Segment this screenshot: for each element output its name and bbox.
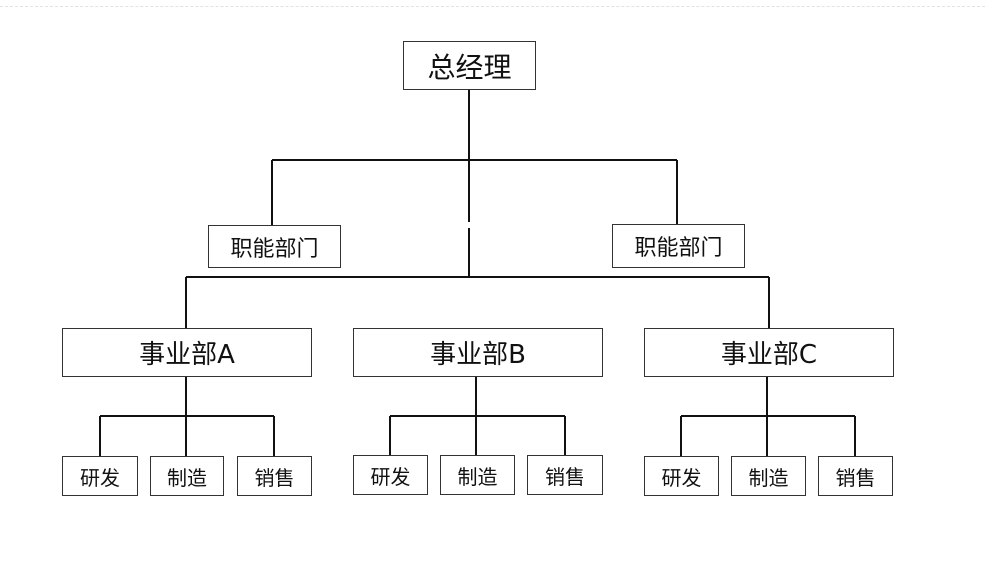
page-top-border (0, 6, 985, 7)
general-manager-box: 总经理 (403, 41, 536, 90)
functional-dept-right-box: 职能部门 (612, 224, 745, 268)
division-a-sales-box: 销售 (237, 456, 312, 496)
division-b-sales-box: 销售 (527, 455, 603, 495)
functional-dept-left-box: 职能部门 (208, 225, 341, 268)
division-a-rd-box: 研发 (62, 456, 138, 496)
division-c-box: 事业部C (644, 328, 894, 377)
division-b-box: 事业部B (353, 328, 603, 377)
division-c-manufacturing-box: 制造 (731, 456, 806, 496)
division-c-sales-box: 销售 (818, 456, 893, 496)
division-b-rd-box: 研发 (353, 455, 428, 495)
division-c-rd-box: 研发 (644, 456, 719, 496)
division-a-manufacturing-box: 制造 (150, 456, 224, 496)
division-a-box: 事业部A (62, 328, 312, 377)
division-b-manufacturing-box: 制造 (440, 455, 515, 495)
